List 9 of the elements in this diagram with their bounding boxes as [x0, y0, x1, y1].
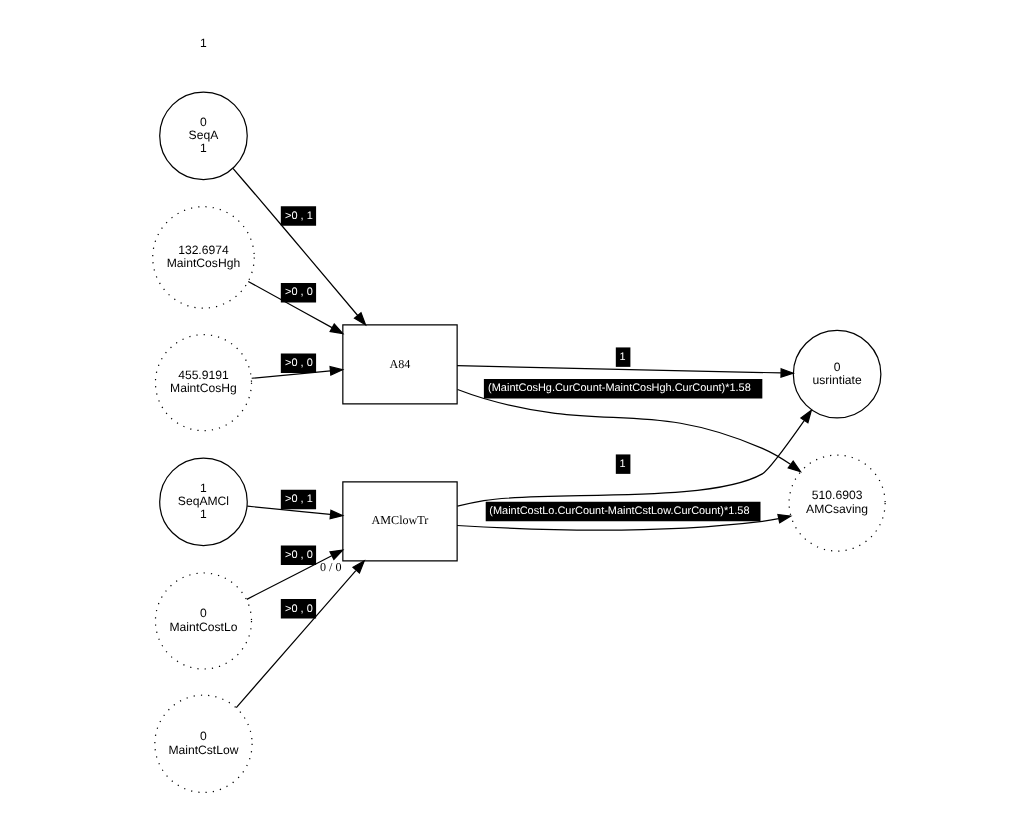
arrow [455, 388, 802, 473]
arrow [245, 549, 344, 600]
arrow [250, 365, 344, 379]
arrow [455, 408, 812, 507]
arrow [455, 365, 795, 379]
arrow [231, 167, 366, 327]
arrow [234, 559, 365, 709]
arrow [245, 505, 344, 520]
arrow [455, 513, 792, 531]
